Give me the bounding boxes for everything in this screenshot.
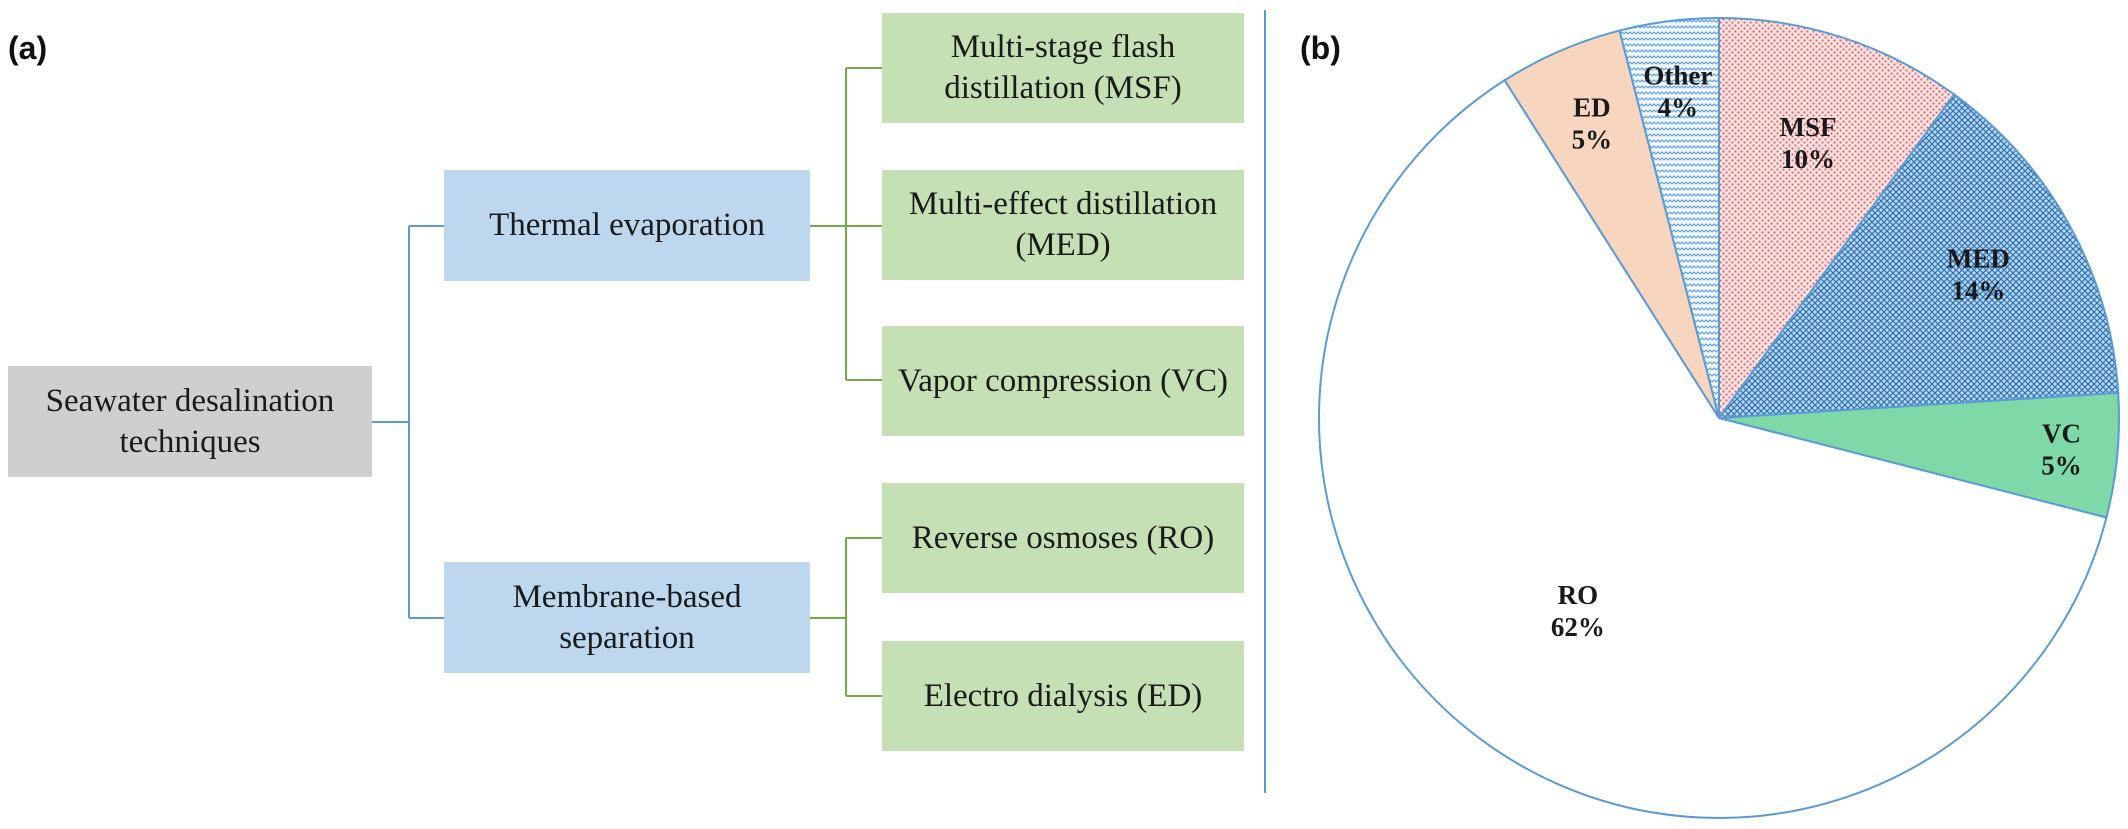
pie-slice-msf <box>1718 16 1956 422</box>
technique-msf: Multi-stage flash distillation (MSF) <box>882 13 1244 123</box>
technique-ed: Electro dialysis (ED) <box>882 641 1244 751</box>
technique-vc: Vapor compression (VC) <box>882 326 1244 436</box>
pie-slice-ro <box>1318 78 2108 819</box>
category-thermal-evaporation: Thermal evaporation <box>444 170 810 281</box>
pie-slice-med <box>1716 92 2120 420</box>
root-node: Seawater desalination techniques <box>8 366 372 477</box>
technique-ro: Reverse osmoses (RO) <box>882 483 1244 593</box>
technique-med: Multi-effect distillation (MED) <box>882 170 1244 280</box>
panel-divider <box>1264 10 1266 793</box>
category-membrane-separation: Membrane-based separation <box>444 562 810 673</box>
pie-slice-other <box>1618 16 1720 419</box>
panel-b-label: (b) <box>1300 30 1341 66</box>
panel-a-label: (a) <box>8 30 48 66</box>
